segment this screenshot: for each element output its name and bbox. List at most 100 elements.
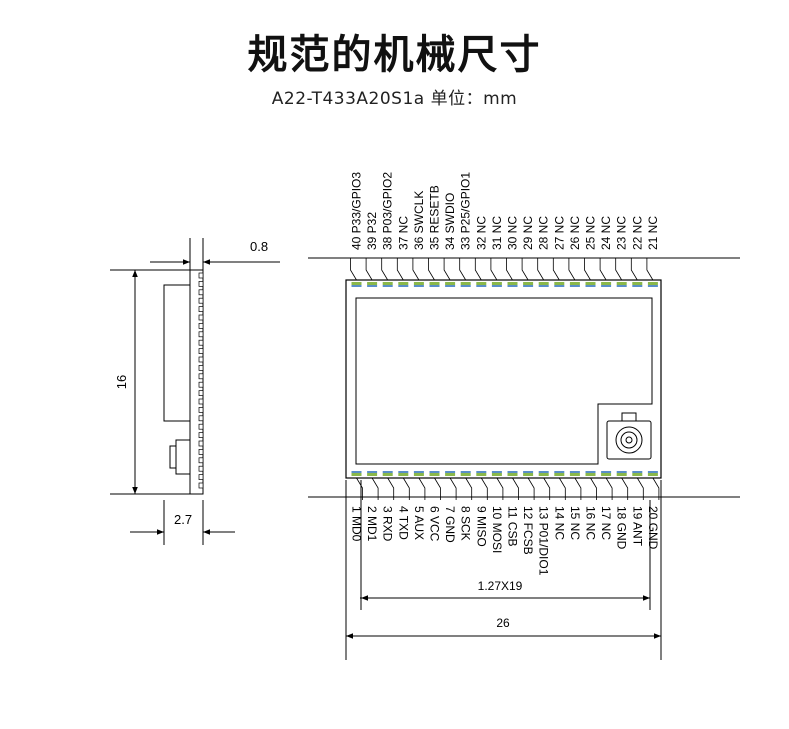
pad-top <box>616 282 627 285</box>
pin-label-bottom: 2 MD1 <box>365 506 379 542</box>
pad-bottom-edge <box>569 471 580 473</box>
pad-bottom <box>413 473 424 476</box>
pin-lead-bottom <box>590 477 597 500</box>
pin-label-top: 33 P25/GPIO1 <box>459 172 473 250</box>
pad-top <box>367 282 378 285</box>
pad-top-edge <box>382 285 393 287</box>
pad-top-edge <box>601 285 612 287</box>
dim-height <box>110 269 190 495</box>
pad-bottom <box>616 473 627 476</box>
pad-top-edge <box>367 285 378 287</box>
pin-lead-top <box>443 258 451 281</box>
pad-bottom-edge <box>429 471 440 473</box>
pad-top-edge <box>445 285 456 287</box>
side-castellation <box>198 314 204 321</box>
pad-top <box>429 282 440 285</box>
pad-bottom <box>445 473 456 476</box>
side-castellation <box>198 331 204 338</box>
pad-top <box>476 282 487 285</box>
pin-lead-top <box>568 258 576 281</box>
pin-label-top: 28 NC <box>537 216 551 250</box>
pad-top <box>632 282 643 285</box>
side-connector <box>175 439 191 475</box>
pin-label-top: 34 SWDIO <box>443 193 457 250</box>
pad-top <box>507 282 518 285</box>
dim-thickness-total-label: 2.7 <box>174 512 192 527</box>
side-castellation <box>198 381 204 388</box>
pin-label-top: 30 NC <box>506 216 520 250</box>
dim-thickness-pcb-label: 0.8 <box>250 239 268 254</box>
side-castellation <box>198 306 204 312</box>
side-castellation <box>198 373 204 380</box>
side-castellation <box>198 289 204 296</box>
pin-labels-top: 40 P33/GPIO3 39 P32 38 P03/GPIO2 37 NC 3… <box>350 172 660 250</box>
pin-lead-top <box>584 258 591 281</box>
dim-pitch-label: 1.27X19 <box>478 579 523 593</box>
pad-bottom <box>491 473 502 476</box>
pin-label-bottom: 17 NC <box>599 506 613 540</box>
pin-label-bottom: 6 VCC <box>428 506 442 542</box>
side-castellation <box>198 272 204 279</box>
pin-label-bottom: 3 RXD <box>381 506 395 542</box>
pad-top-edge <box>491 285 502 287</box>
pad-bottom-edge <box>523 471 534 473</box>
pad-bottom <box>429 473 440 476</box>
pad-top <box>538 282 549 285</box>
pad-bottom-edge <box>382 471 393 473</box>
pin-label-top: 23 NC <box>615 216 629 250</box>
dim-width-label: 26 <box>496 616 510 630</box>
pad-bottom <box>460 473 471 476</box>
pin-lead-bottom <box>371 477 379 500</box>
pad-top <box>569 282 580 285</box>
pad-bottom-edge <box>367 471 378 473</box>
pin-lead-bottom <box>496 477 504 500</box>
side-castellation <box>198 440 204 447</box>
pin-label-top: 27 NC <box>552 216 566 250</box>
pin-lead-bottom <box>543 477 551 500</box>
pad-bottom <box>569 473 580 476</box>
pin-label-bottom: 15 NC <box>568 506 582 540</box>
pad-top-edge <box>351 285 362 287</box>
side-castellation <box>198 390 204 396</box>
pad-top-edge <box>429 285 440 287</box>
pin-label-top: 35 RESETB <box>428 185 442 250</box>
pad-top-edge <box>538 285 549 287</box>
pin-label-bottom: 7 GND <box>443 506 457 543</box>
dim-width <box>346 480 662 660</box>
pin-lead-top <box>552 258 560 281</box>
pin-lead-bottom <box>418 477 426 500</box>
pin-lead-bottom <box>465 477 473 500</box>
pad-bottom-edge <box>538 471 549 473</box>
pin-lead-top <box>428 258 435 281</box>
pin-lead-top <box>506 258 513 281</box>
pin-lead-bottom <box>558 477 566 500</box>
pad-bottom-edge <box>601 471 612 473</box>
pin-leads-bottom <box>356 477 660 500</box>
pin-label-bottom: 4 TXD <box>396 506 410 540</box>
pin-lead-bottom <box>652 477 660 500</box>
pads-bottom <box>351 471 658 476</box>
side-castellation <box>198 365 204 371</box>
pin-label-top: 37 NC <box>396 216 410 250</box>
pad-bottom-edge <box>351 471 362 473</box>
pin-label-bottom: 10 MOSI <box>490 506 504 553</box>
pin-label-top: 39 P32 <box>365 212 379 250</box>
pad-bottom <box>601 473 612 476</box>
side-connector-pin <box>169 445 177 469</box>
side-castellations <box>198 272 204 489</box>
pin-label-bottom: 9 MISO <box>474 506 488 547</box>
module-shield <box>355 297 653 465</box>
pad-top-edge <box>616 285 627 287</box>
pin-label-bottom: 1 MD0 <box>350 506 364 542</box>
pad-top <box>460 282 471 285</box>
pad-bottom-edge <box>554 471 565 473</box>
pad-bottom-edge <box>413 471 424 473</box>
pin-label-bottom: 19 ANT <box>630 506 644 547</box>
pad-top-edge <box>413 285 424 287</box>
pin-lead-top <box>537 258 545 281</box>
pin-lead-top <box>599 258 607 281</box>
pin-lead-bottom <box>621 477 629 500</box>
side-castellation <box>198 474 204 480</box>
pad-bottom <box>647 473 658 476</box>
side-castellation <box>198 482 204 489</box>
